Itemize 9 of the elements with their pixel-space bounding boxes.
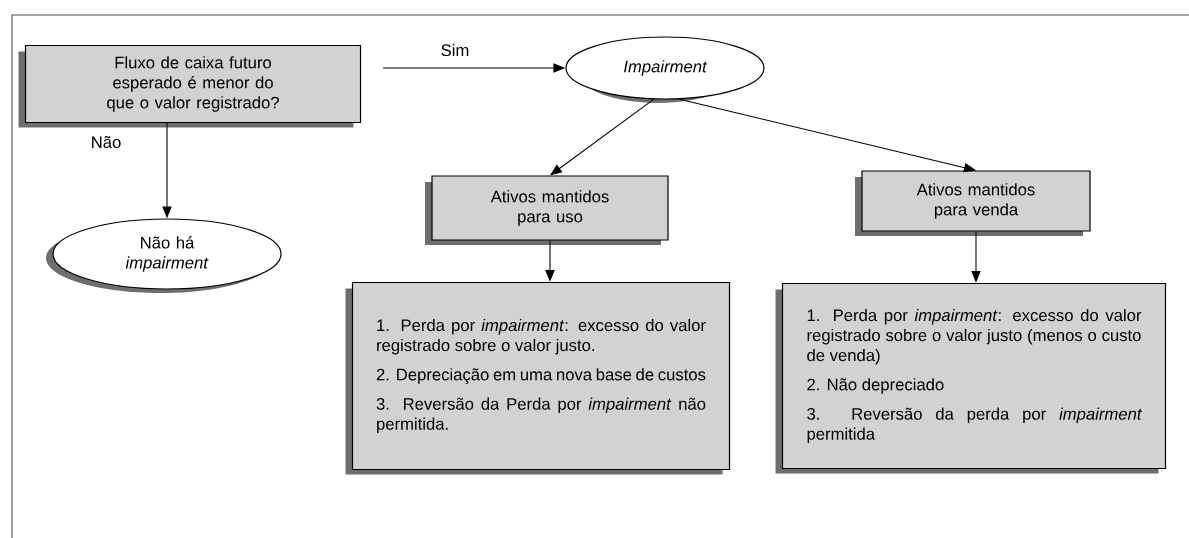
arrow: [679, 98, 976, 173]
process-box: Fluxo de caixa futuro esperado é menor do que o valor registrado?: [18, 44, 362, 128]
process-box: Ativos mantidos para uso: [425, 175, 669, 245]
process-box: 1. Perda por impairment: excesso do valor registrado sobre o valor justo. 2. Depreciação em uma nova base de custos 3. Reversão da Perda por impairment não permitida.: [345, 281, 731, 475]
process-box: Ativos mantidos para venda: [855, 170, 1091, 236]
process-box: 1. Perda por impairment: excesso do valor registrado sobre o valor justo (menos o custo de venda) 2. Não depreciado 3. Reversão da perda por impairment permitida: [775, 282, 1167, 474]
edge-label: Não: [89, 134, 123, 150]
edge-label: Sim: [439, 42, 471, 58]
arrow: [550, 98, 655, 176]
